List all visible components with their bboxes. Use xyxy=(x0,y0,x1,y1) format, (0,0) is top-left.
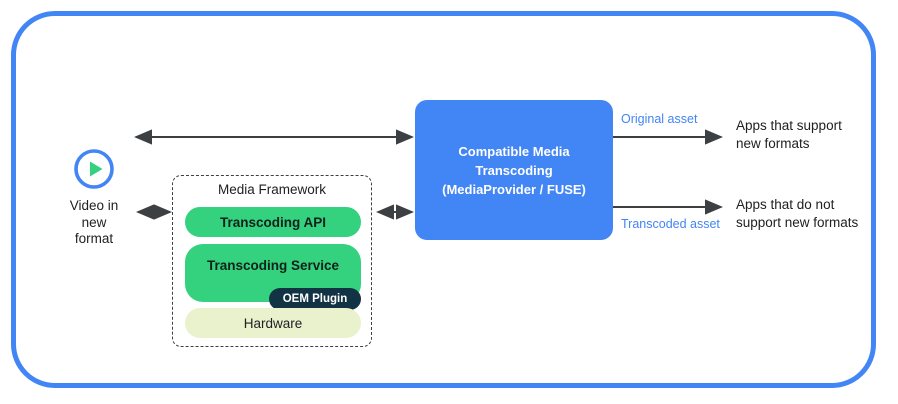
apps-not-supporting-formats-label: Apps that do not support new formats xyxy=(736,197,859,230)
arrow-video-to-framework xyxy=(136,204,172,220)
original-asset-label: Original asset xyxy=(621,112,698,126)
transcoded-asset-label: Transcoded asset xyxy=(621,217,720,231)
video-source-label: Video in new format xyxy=(69,198,119,246)
arrow-framework-to-cmt xyxy=(376,204,414,220)
transcoding-service-box[interactable]: Transcoding Service xyxy=(185,244,361,302)
media-framework-title: Media Framework xyxy=(217,182,327,197)
arrow-transcoded-asset xyxy=(611,199,723,215)
arrow-original-asset xyxy=(611,129,723,145)
oem-plugin-badge[interactable]: OEM Plugin xyxy=(269,288,361,310)
video-source-node: Video in new format xyxy=(43,148,145,248)
media-framework-group: Media Framework Transcoding API Transcod… xyxy=(172,175,372,347)
hardware-box[interactable]: Hardware xyxy=(185,308,361,338)
arrow-video-to-cmt-top xyxy=(134,129,414,145)
play-circle-icon xyxy=(73,148,115,190)
transcoding-api-box[interactable]: Transcoding API xyxy=(185,207,361,237)
apps-supporting-formats-label: Apps that support new formats xyxy=(736,118,842,151)
compatible-media-transcoding-box[interactable]: Compatible Media Transcoding (MediaProvi… xyxy=(415,100,613,240)
